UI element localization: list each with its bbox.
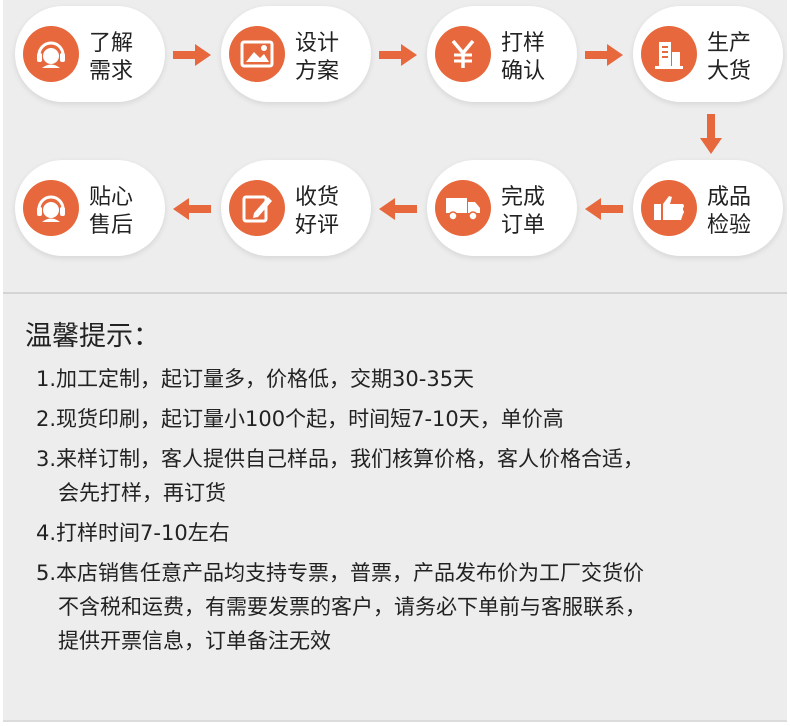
process-flow: 了解 需求 设计 方案 <box>3 0 787 292</box>
arrow-left-icon <box>585 198 623 220</box>
step-label: 完成 订单 <box>501 185 546 238</box>
step-sample-confirm: 打样 确认 <box>427 6 577 102</box>
step-label: 打样 确认 <box>501 31 546 84</box>
step-design-plan: 设计 方案 <box>221 6 371 102</box>
step-review: 收货 好评 <box>221 160 371 256</box>
customer-service-icon <box>23 180 79 236</box>
tip-text-continued: 不含税和运费，有需要发票的客户，请务必下单前与客服联系， <box>58 595 646 619</box>
arrow-left-icon <box>379 198 417 220</box>
step-understand-needs: 了解 需求 <box>15 6 165 102</box>
customer-service-icon <box>23 26 79 82</box>
arrow-right-icon <box>379 44 417 66</box>
step-label: 生产 大货 <box>707 31 752 84</box>
list-item: 1.加工定制，起订量多，价格低，交期30-35天 <box>36 362 776 396</box>
tip-text: 3.来样订制，客人提供自己样品，我们核算价格，客人价格合适， <box>36 447 645 471</box>
step-inspection: 成品 检验 <box>633 160 783 256</box>
arrow-right-icon <box>173 44 211 66</box>
step-mass-production: 生产 大货 <box>633 6 783 102</box>
list-item: 4.打样时间7-10左右 <box>36 516 776 550</box>
truck-icon <box>435 180 491 236</box>
list-item: 3.来样订制，客人提供自己样品，我们核算价格，客人价格合适， 会先打样，再订货 <box>36 442 776 510</box>
tip-text-continued: 会先打样，再订货 <box>58 481 226 505</box>
step-label: 贴心 售后 <box>89 185 134 238</box>
step-label: 收货 好评 <box>295 185 340 238</box>
step-order-complete: 完成 订单 <box>427 160 577 256</box>
step-after-sales: 贴心 售后 <box>15 160 165 256</box>
tip-text: 4.打样时间7-10左右 <box>36 521 230 545</box>
arrow-right-icon <box>585 44 623 66</box>
tip-text: 5.本店销售任意产品均支持专票，普票，产品发布价为工厂交货价 <box>36 561 645 585</box>
tips-title: 温馨提示： <box>25 321 160 352</box>
step-label: 设计 方案 <box>295 31 340 84</box>
section-divider <box>3 292 787 294</box>
image-icon <box>229 26 285 82</box>
edit-icon <box>229 180 285 236</box>
yen-icon <box>435 26 491 82</box>
factory-icon <box>641 26 697 82</box>
list-item: 5.本店销售任意产品均支持专票，普票，产品发布价为工厂交货价 不含税和运费，有需… <box>36 556 776 658</box>
tip-text-continued: 提供开票信息，订单备注无效 <box>58 629 331 653</box>
list-item: 2.现货印刷，起订量小100个起，时间短7-10天，单价高 <box>36 402 776 436</box>
arrow-left-icon <box>173 198 211 220</box>
step-label: 成品 检验 <box>707 185 752 238</box>
thumb-icon <box>641 180 697 236</box>
arrow-down-icon <box>700 114 722 154</box>
tip-text: 1.加工定制，起订量多，价格低，交期30-35天 <box>36 367 475 391</box>
step-label: 了解 需求 <box>89 31 134 84</box>
tips-list: 1.加工定制，起订量多，价格低，交期30-35天 2.现货印刷，起订量小100个… <box>36 362 776 664</box>
page-frame: 了解 需求 设计 方案 <box>3 0 787 722</box>
tip-text: 2.现货印刷，起订量小100个起，时间短7-10天，单价高 <box>36 407 564 431</box>
